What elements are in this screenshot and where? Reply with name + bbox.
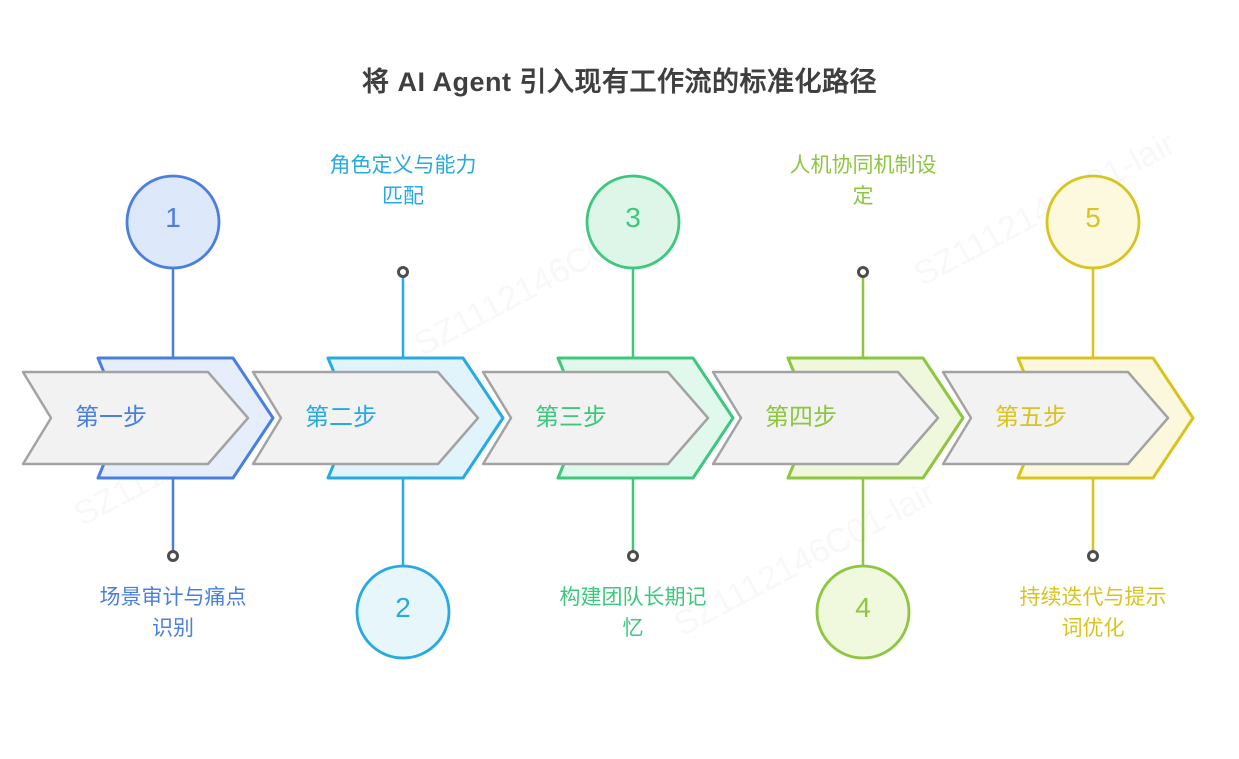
step-circle-4 bbox=[815, 564, 911, 660]
chevron-gray-2 bbox=[251, 370, 480, 466]
connector-dot-2 bbox=[397, 266, 409, 278]
step-circle-5 bbox=[1045, 174, 1141, 270]
connector-dot-1 bbox=[167, 550, 179, 562]
chevron-gray-1 bbox=[21, 370, 250, 466]
step-circle-1 bbox=[125, 174, 221, 270]
step-circle-2 bbox=[355, 564, 451, 660]
step-circle-3 bbox=[585, 174, 681, 270]
chevron-gray-3 bbox=[481, 370, 710, 466]
connector-dot-3 bbox=[627, 550, 639, 562]
chevron-gray-5 bbox=[941, 370, 1170, 466]
connector-dot-4 bbox=[857, 266, 869, 278]
chevron-gray-4 bbox=[711, 370, 940, 466]
connector-dot-5 bbox=[1087, 550, 1099, 562]
page-title: 将 AI Agent 引入现有工作流的标准化路径 bbox=[362, 67, 877, 97]
